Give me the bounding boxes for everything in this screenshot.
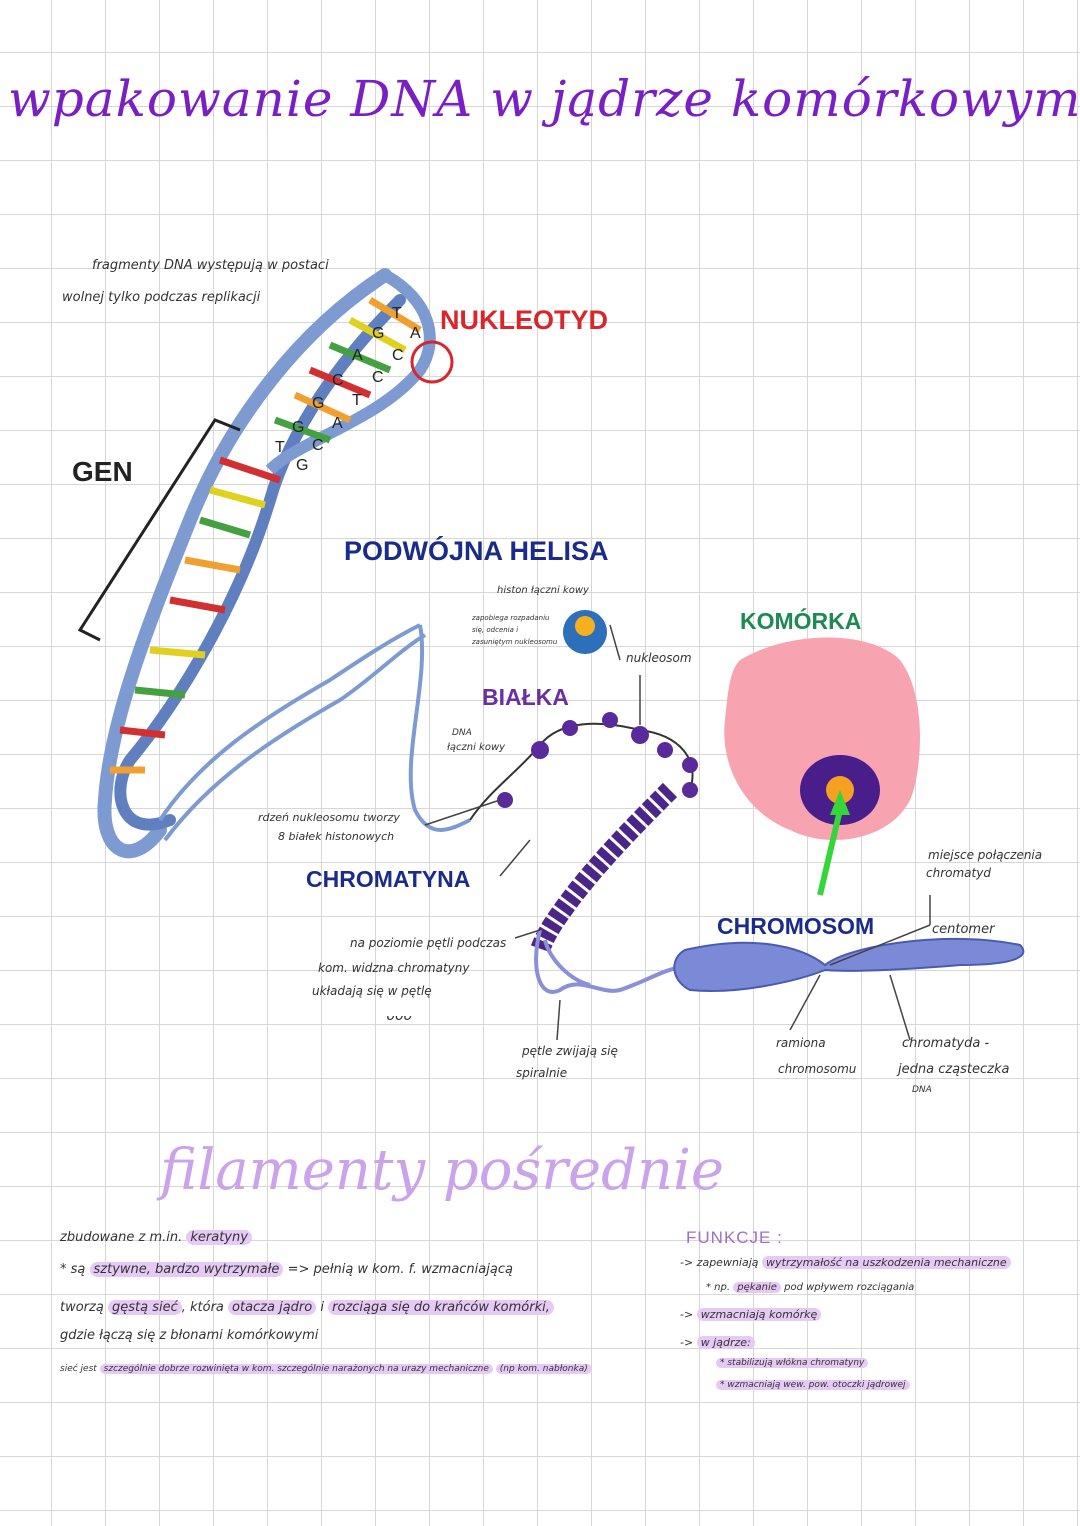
filamenty-line-5: sieć jest szczególnie dobrze rozwinięta … bbox=[60, 1364, 592, 1374]
text: * są bbox=[60, 1262, 86, 1277]
text: , która bbox=[181, 1300, 224, 1315]
note-histon-1: histon łączni kowy bbox=[497, 585, 589, 596]
note-spiral-1: pętle zwijają się bbox=[522, 1044, 618, 1058]
text: sieć jest bbox=[60, 1364, 97, 1374]
text: -> zapewniają bbox=[680, 1256, 759, 1269]
leader-lines bbox=[424, 624, 931, 1041]
chromatin-fiber bbox=[530, 782, 678, 954]
note-petle-3: układają się w pętlę bbox=[312, 984, 432, 998]
note-rdzen-2: 8 białek histonowych bbox=[278, 830, 395, 843]
dna-letter: A bbox=[410, 325, 421, 342]
text: i bbox=[320, 1300, 324, 1315]
note-dna-laczni-2: łączni kowy bbox=[447, 742, 506, 753]
chromatin-loops bbox=[534, 929, 691, 994]
note-petle-1: na poziomie pętli podczas bbox=[350, 936, 507, 950]
label-nukleotyd: NUKLEOTYD bbox=[440, 305, 608, 335]
highlight: wytrzymałość na uszkodzenia mechaniczne bbox=[762, 1256, 1011, 1269]
highlight: w jądrze: bbox=[696, 1336, 755, 1349]
note-chromatyda-2: jedna cząsteczka bbox=[898, 1062, 1010, 1077]
note-petle-2: kom. widzna chromatyny bbox=[318, 961, 470, 975]
gene-bracket bbox=[77, 418, 241, 642]
dna-letter: T bbox=[392, 305, 402, 322]
highlight: sztywne, bardzo wytrzymałe bbox=[89, 1262, 284, 1277]
filamenty-line-4: gdzie łączą się z błonami komórkowymi bbox=[60, 1328, 319, 1343]
text: pod wpływem rozciągania bbox=[784, 1282, 915, 1293]
highlight: * wzmacniają wew. pow. otoczki jądrowej bbox=[716, 1380, 910, 1390]
dna-letter: G bbox=[372, 325, 384, 342]
text: -> bbox=[680, 1308, 694, 1321]
note-histon-2: zapobiega rozpadaniu bbox=[472, 614, 550, 622]
label-gen: GEN bbox=[72, 456, 133, 487]
note-histon-3: się, odcenia i bbox=[472, 626, 519, 634]
note-nukleosom: nukleosom bbox=[626, 651, 692, 665]
histone-icon bbox=[563, 610, 607, 654]
funkcje-line-5: * stabilizują włókna chromatyny bbox=[716, 1358, 869, 1368]
dna-letter: C bbox=[312, 437, 324, 454]
funkcje-title: FUNKCJE : bbox=[686, 1228, 783, 1247]
text: * np. bbox=[706, 1282, 731, 1293]
highlight: otacza jądro bbox=[228, 1300, 317, 1315]
base-pairs bbox=[110, 296, 422, 774]
dna-letter: T bbox=[275, 439, 285, 456]
filamenty-line-1: zbudowane z m.in. keratyny bbox=[60, 1230, 252, 1245]
text: tworzą bbox=[60, 1300, 104, 1315]
double-helix bbox=[97, 268, 436, 859]
label-chromosom: CHROMOSOM bbox=[717, 913, 875, 939]
note-ramiona-1: ramiona bbox=[776, 1036, 826, 1050]
dna-letter: G bbox=[296, 457, 308, 474]
highlight: rozciąga się do krańców komórki, bbox=[328, 1300, 554, 1315]
small-helix bbox=[158, 623, 471, 842]
section-title-filamenty: filamenty pośrednie bbox=[160, 1138, 725, 1203]
note-fragmenty-1: fragmenty DNA występują w postaci bbox=[92, 258, 329, 273]
highlight: keratyny bbox=[186, 1230, 252, 1245]
note-miejsce-2: chromatyd bbox=[926, 866, 991, 880]
dna-letter: G bbox=[312, 395, 324, 412]
filamenty-line-2: * są sztywne, bardzo wytrzymałe => pełni… bbox=[60, 1262, 513, 1277]
note-rdzen-1: rdzeń nukleosomu tworzy bbox=[258, 811, 400, 824]
highlight: * stabilizują włókna chromatyny bbox=[716, 1358, 869, 1368]
text: => pełnią w kom. f. wzmacniającą bbox=[287, 1262, 513, 1277]
cell-shape bbox=[724, 637, 920, 896]
note-fragmenty-2: wolnej tylko podczas replikacji bbox=[62, 290, 261, 305]
note-dna-laczni-1: DNA bbox=[452, 728, 472, 738]
note-miejsce-1: miejsce połączenia bbox=[928, 848, 1043, 862]
dna-letter: C bbox=[332, 372, 344, 389]
note-chromatyda-1: chromatyda - bbox=[902, 1036, 990, 1051]
funkcje-line-4: -> w jądrze: bbox=[680, 1336, 755, 1349]
funkcje-line-6: * wzmacniają wew. pow. otoczki jądrowej bbox=[716, 1380, 910, 1390]
label-podwojna-helisa: PODWÓJNA HELISA bbox=[344, 536, 609, 566]
text: -> bbox=[680, 1336, 694, 1349]
highlight: szczególnie dobrze rozwinięta w kom. szc… bbox=[99, 1364, 493, 1374]
note-histon-4: zasuniętym nukleosomu bbox=[472, 638, 558, 646]
text: zbudowane z m.in. bbox=[60, 1230, 183, 1245]
dna-letter: C bbox=[392, 347, 404, 364]
dna-letter: T bbox=[352, 392, 362, 409]
dna-letter: G bbox=[292, 419, 304, 436]
highlight: (np kom. nabłonka) bbox=[495, 1364, 592, 1374]
filamenty-line-3: tworzą gęstą sieć, która otacza jądro i … bbox=[60, 1300, 554, 1315]
dna-letter-group: T A G C A C C T G A G C T G bbox=[275, 305, 421, 474]
label-chromatyna: CHROMATYNA bbox=[306, 866, 471, 892]
highlight: gęstą sieć bbox=[107, 1300, 182, 1315]
label-komorka: KOMÓRKA bbox=[740, 608, 862, 634]
page-title: wpakowanie DNA w jądrze komórkowym bbox=[8, 70, 1080, 128]
note-ramiona-2: chromosomu bbox=[778, 1062, 857, 1076]
funkcje-line-2: * np. pękanie pod wpływem rozciągania bbox=[706, 1282, 914, 1293]
dna-letter: C bbox=[372, 369, 384, 386]
note-chromatyda-3: DNA bbox=[912, 1085, 932, 1095]
nucleosome-chain bbox=[469, 712, 698, 821]
dna-letter: A bbox=[352, 347, 363, 364]
dna-letter: A bbox=[332, 415, 343, 432]
highlight: pękanie bbox=[733, 1282, 781, 1293]
note-centromer: centomer bbox=[932, 922, 995, 937]
funkcje-line-3: -> wzmacniają komórkę bbox=[680, 1308, 822, 1321]
funkcje-line-1: -> zapewniają wytrzymałość na uszkodzeni… bbox=[680, 1256, 1011, 1269]
label-bialka: BIAŁKA bbox=[482, 684, 569, 710]
note-petle-4: ᴗᴗᴗ bbox=[386, 1008, 412, 1024]
nucleotide-circle bbox=[410, 340, 454, 384]
chromosome-shape bbox=[673, 937, 1025, 992]
note-spiral-2: spiralnie bbox=[516, 1066, 568, 1080]
highlight: wzmacniają komórkę bbox=[696, 1308, 822, 1321]
